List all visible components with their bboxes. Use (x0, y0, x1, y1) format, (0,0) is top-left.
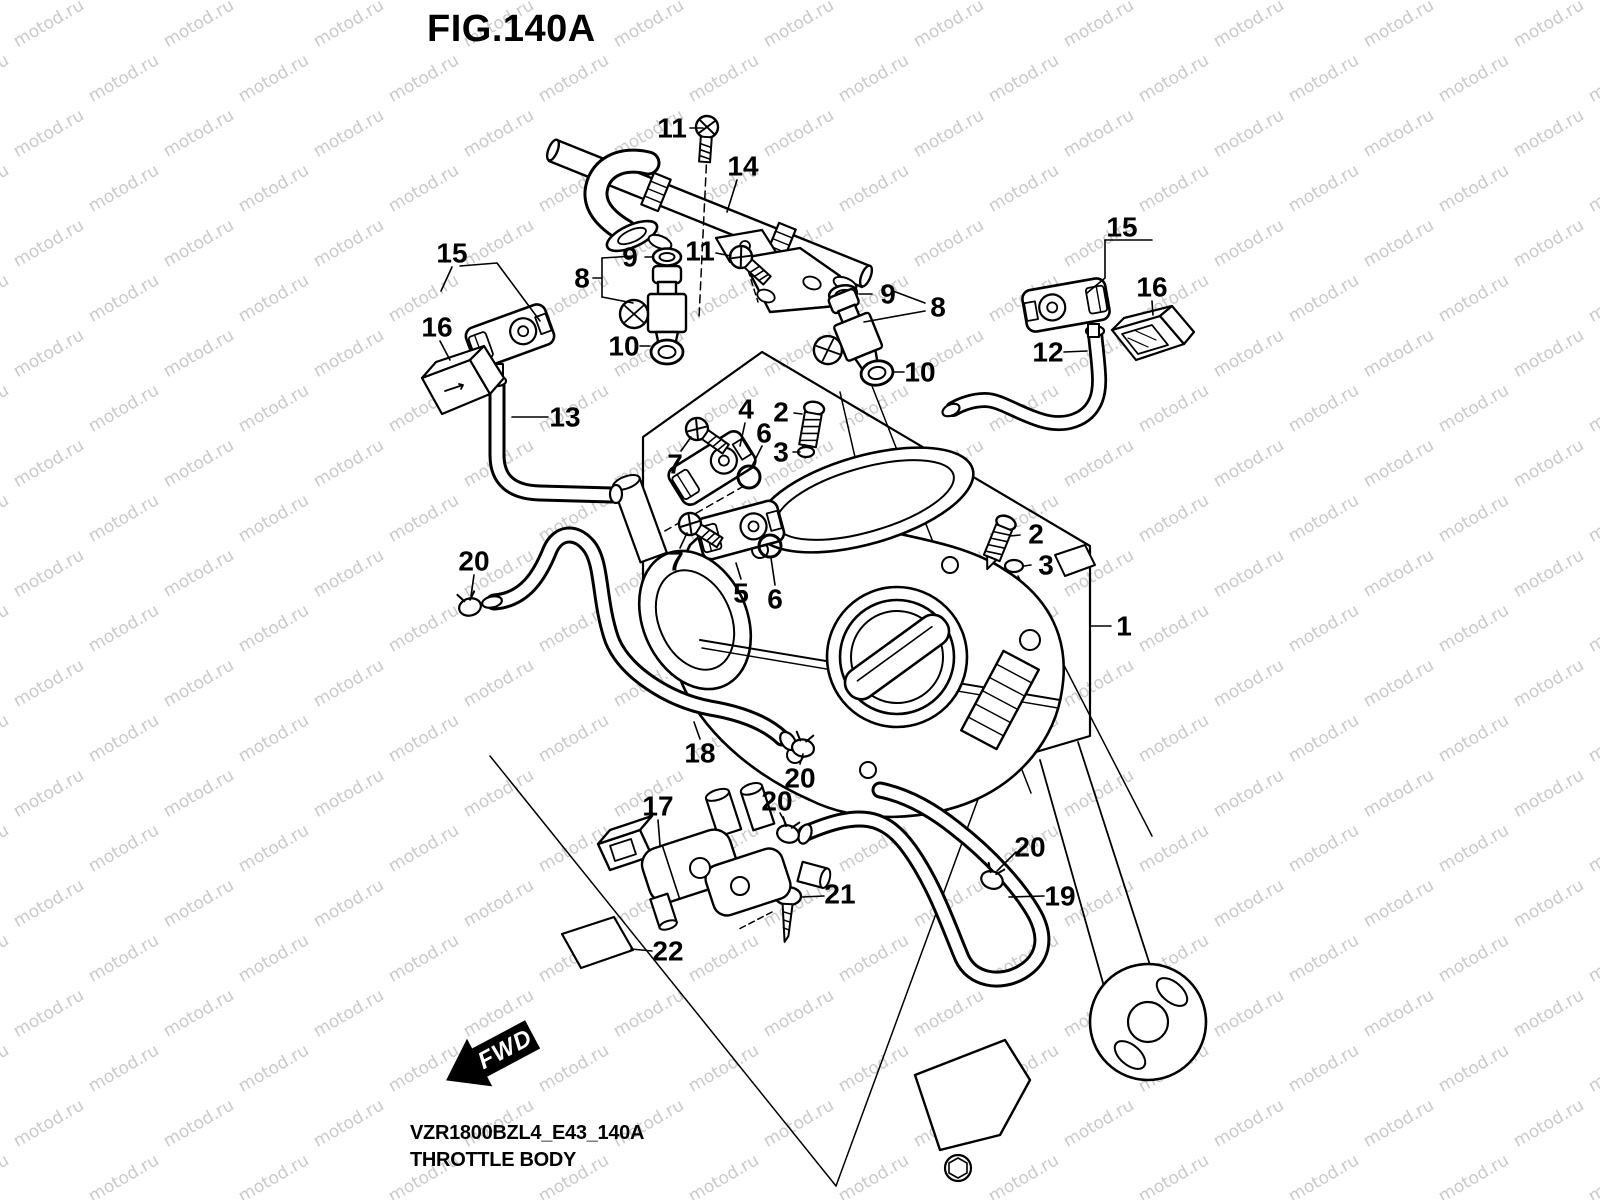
callout-leader-line (726, 179, 738, 213)
hose-clamp (454, 588, 485, 620)
callout-leader-line (1151, 300, 1154, 316)
callout-leader-line (1023, 564, 1032, 567)
part-number-callout: 19 (1044, 881, 1075, 912)
part-number-callout: 14 (727, 151, 759, 182)
fwd-direction-arrow: FWD (446, 1020, 541, 1087)
part-number-callout: 16 (1136, 272, 1167, 303)
part-number-callout: 20 (761, 786, 792, 817)
part-number-callout: 18 (684, 738, 715, 769)
callout-leader-line (793, 412, 803, 415)
part-number-callout: 22 (652, 936, 683, 967)
callout-leader-line (601, 296, 634, 304)
callout-leader-line (1086, 239, 1106, 294)
figure-name: THROTTLE BODY (410, 1149, 577, 1171)
callout-leader-line (779, 812, 787, 825)
part-number-callout: 7 (668, 546, 684, 577)
throttle-body (612, 446, 1208, 1183)
pilot-screw-washer (1003, 558, 1025, 574)
part-number-callout: 20 (1014, 832, 1045, 863)
caution-label-plate (560, 915, 635, 970)
callout-leader-line (1008, 895, 1045, 898)
sensor-boot-right (1110, 304, 1196, 362)
injector-grommet (649, 338, 685, 366)
part-number-callout: 3 (773, 437, 789, 468)
part-number-callout: 11 (685, 236, 715, 267)
sensor-oring (736, 464, 762, 490)
part-number-callout: 6 (767, 584, 783, 615)
rail-screw (692, 114, 720, 164)
callout-leader-line (996, 851, 1017, 872)
part-number-callout: 2 (773, 397, 789, 428)
part-number-callout: 20 (784, 763, 815, 794)
part-number-callout: 3 (1038, 550, 1054, 581)
part-number-callout: 16 (421, 312, 452, 343)
part-number-callout: 1 (1116, 611, 1132, 642)
callout-leader-line (735, 562, 742, 580)
part-number-callout: 12 (1032, 337, 1063, 368)
part-number-callout: 10 (608, 331, 639, 362)
part-number-callout: 5 (733, 578, 749, 609)
callout-leader-line (1063, 350, 1088, 353)
sensor-nipple (1087, 323, 1100, 338)
part-number-callout: 6 (756, 418, 772, 449)
figure-code: VZR1800BZL4_E43_140A (410, 1122, 645, 1144)
rail-clamp-band (640, 171, 672, 213)
callout-leader-line (440, 266, 453, 292)
sensor-boot-left (420, 344, 506, 416)
hose-12 (941, 324, 1108, 432)
figure-title: FIG.140A (427, 8, 596, 50)
part-number-callout: 21 (824, 879, 855, 910)
callout-leader-line (750, 445, 763, 469)
part-number-callout: 15 (1106, 212, 1137, 243)
part-number-callout: 2 (1028, 519, 1044, 550)
callout-leader-line (801, 895, 825, 898)
callout-leader-line (439, 340, 451, 361)
callout-leader-line (470, 574, 475, 597)
part-number-callout: 13 (549, 402, 580, 433)
callout-leader-line (715, 252, 732, 257)
callout-leader-line (680, 436, 692, 452)
callout-leader-line (1009, 534, 1021, 537)
part-number-callout: 8 (930, 292, 946, 323)
hose-13 (486, 374, 624, 505)
solenoid-valve-assembly (596, 782, 832, 931)
part-number-callout: 10 (904, 357, 935, 388)
part-number-callout: 4 (738, 394, 754, 425)
callout-leader-line (863, 310, 926, 323)
callout-leader-line (679, 532, 688, 549)
callout-leader-line (601, 255, 635, 259)
part-number-callout: 9 (880, 279, 896, 310)
injector-oring (651, 247, 683, 267)
callout-leader-line (770, 557, 776, 586)
sensor-oring (757, 533, 783, 559)
callout-leader-line (657, 819, 661, 846)
callout-leader-line (739, 422, 746, 447)
part-number-callout: 20 (458, 546, 489, 577)
hose-18 (481, 526, 797, 752)
part-number-callout: 7 (667, 449, 683, 480)
callout-leader-line (799, 753, 804, 765)
part-number-callout: 15 (436, 238, 467, 269)
part-number-callout: 11 (657, 113, 687, 144)
callout-leader-line (693, 721, 701, 740)
callout-leader-line (892, 290, 926, 304)
fuel-rail-assembly (545, 138, 874, 314)
callout-leader-line (630, 948, 653, 952)
part-number-callout: 17 (642, 791, 673, 822)
hose-19 (797, 781, 1051, 988)
callout-leader-line (459, 262, 541, 322)
part-number-callout: 8 (574, 263, 590, 294)
